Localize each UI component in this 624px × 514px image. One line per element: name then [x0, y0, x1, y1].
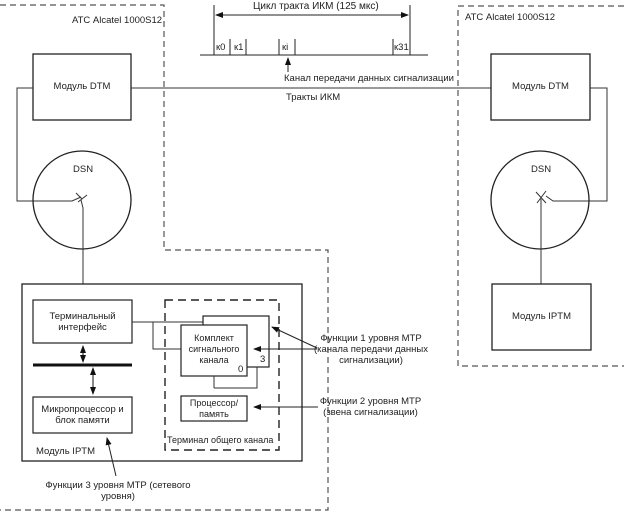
left-dsn-label: DSN — [73, 164, 94, 175]
right-iptm-label: Модуль IPTM — [511, 311, 571, 322]
right-dsn-circle — [490, 150, 590, 250]
right-dsn-label: DSN — [531, 164, 552, 175]
slot-k31: к31 — [394, 42, 409, 53]
left-station-title: АТС Alcatel 1000S12 — [72, 15, 163, 26]
right-dtm-label: Модуль DTM — [512, 81, 569, 92]
mtp-level2-annotation: Функции 2 уровня МТР (звена сигнализации… — [319, 396, 422, 418]
slot-k0: к0 — [216, 42, 226, 53]
left-dsn-circle — [32, 150, 132, 250]
right-iptm-box — [491, 283, 592, 351]
microprocessor-label: Микропроцессор и блок памяти — [41, 404, 124, 426]
slot-ki: кi — [282, 42, 289, 53]
processor-memory-label: Процессор/ память — [189, 398, 239, 419]
mtp-level1-annotation: Функции 1 уровня МТР (канала передачи да… — [313, 333, 428, 366]
mtp-level3-annotation: Функции 3 уровня МТР (сетевого уровня) — [45, 480, 191, 502]
right-station-title: АТС Alcatel 1000S12 — [465, 12, 556, 23]
left-iptm-label: Модуль IPTM — [36, 446, 96, 457]
terminal-interface-label: Терминальный интерфейс — [49, 311, 116, 333]
kit-index-back: 3 — [260, 354, 266, 365]
pcm-cycle-label: Цикл тракта ИКМ (125 мкс) — [253, 1, 379, 12]
common-channel-terminal-box — [164, 299, 280, 451]
left-iptm-box — [21, 283, 303, 462]
signaling-channel-label: Канал передачи данных сигнализации — [284, 73, 454, 84]
pcm-cycle-diagram — [200, 5, 428, 72]
pcm-trunks-label: Тракты ИКМ — [286, 92, 341, 103]
left-dtm-box — [32, 53, 132, 121]
left-station-boundary — [0, 4, 329, 511]
common-channel-terminal-label: Терминал общего канала — [167, 435, 274, 445]
right-station-boundary — [457, 5, 624, 367]
kit-index-front: 0 — [238, 364, 244, 375]
signaling-kit-label: Комплект сигнального канала — [188, 333, 240, 365]
right-dtm-box — [490, 53, 591, 121]
left-dtm-label: Модуль DTM — [53, 81, 111, 92]
slot-k1: к1 — [234, 42, 244, 53]
